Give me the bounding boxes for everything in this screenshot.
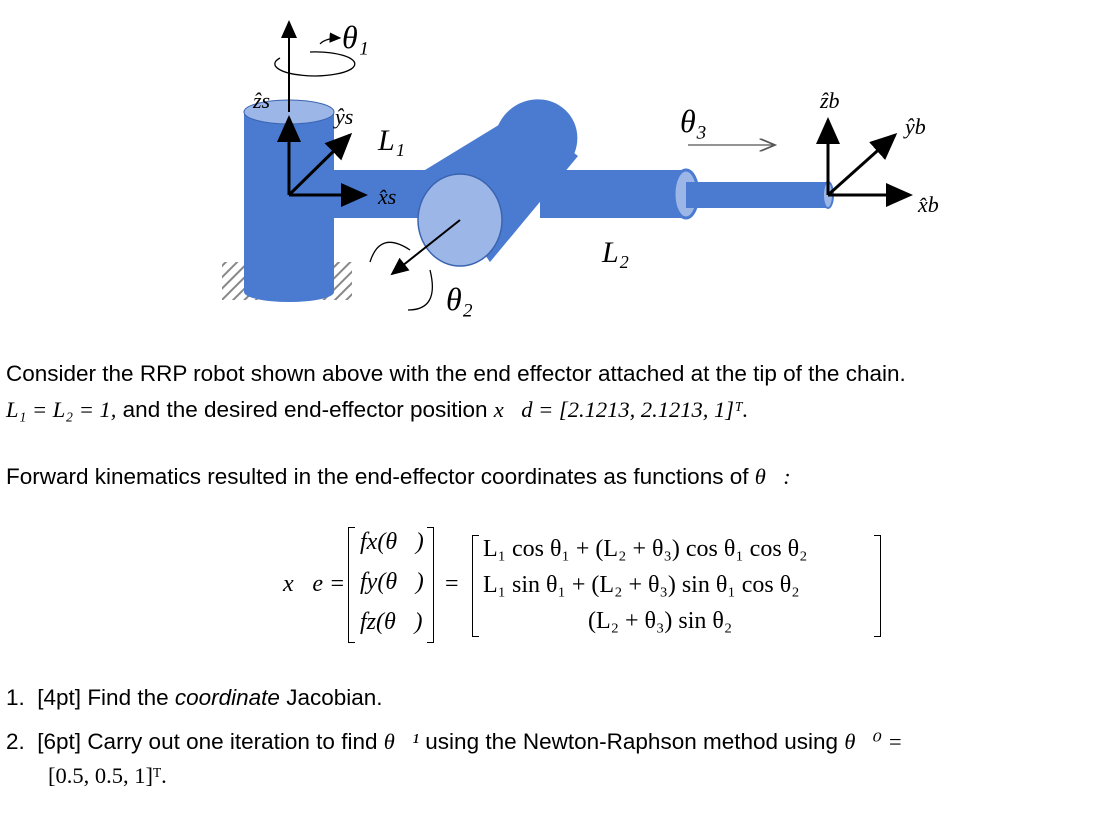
intro-line-1: Consider the RRP robot shown above with … <box>6 361 906 386</box>
q1-number: 1. <box>6 685 25 710</box>
theta2-label: θ₂ <box>446 281 473 317</box>
fk-intro-text: Forward kinematics resulted in the end-e… <box>6 464 755 489</box>
L1-label: L₁ <box>377 124 405 157</box>
q2-initial-guess: [0.5, 0.5, 1]ᵀ. <box>48 763 167 788</box>
f-bracket-left <box>348 527 355 643</box>
zs-label: ẑs <box>252 88 270 113</box>
link-L2 <box>540 168 834 220</box>
robot-figure: θ₁ ẑs ŷs L₁ x̂s θ₂ L₂ θ₃ ẑb ŷb x̂b <box>222 19 939 317</box>
xb-label: x̂b <box>917 192 939 217</box>
fy-entry: fy(θ⃗) <box>360 569 424 595</box>
intro-line-2: L₁ = L₂ = 1, and the desired end-effecto… <box>6 396 748 424</box>
rhs-row-2: L₁ sin θ₁ + (L₂ + θ₃) sin θ₁ cos θ₂ <box>483 572 800 598</box>
q1-emphasis: coordinate <box>174 685 280 710</box>
zb-label: ẑb <box>819 88 840 113</box>
q2-theta0: θ⃗⁰ = <box>844 729 903 754</box>
rhs-row-1: L₁ cos θ₁ + (L₂ + θ₃) cos θ₁ cos θ₂ <box>483 536 808 562</box>
L2-label: L₂ <box>601 236 629 269</box>
xe-lhs: x⃗e = <box>283 571 346 597</box>
ys-label: ŷs <box>333 104 353 129</box>
link-lengths: L₁ = L₂ = 1, <box>6 397 117 422</box>
q2-number: 2. <box>6 729 25 754</box>
desired-position-text: and the desired end-effector position <box>116 397 494 422</box>
rhs-bracket-right <box>874 535 881 637</box>
theta-vector: θ⃗: <box>754 464 791 489</box>
space-frame <box>277 20 368 207</box>
yb-label: ŷb <box>903 114 926 139</box>
q2-theta1: θ⃗¹ <box>383 729 420 754</box>
equals-sign: = <box>445 571 459 597</box>
fk-intro: Forward kinematics resulted in the end-e… <box>6 463 791 491</box>
q1-rest: Jacobian. <box>279 685 383 710</box>
q2-points: [6pt] Carry out one iteration to find <box>37 729 384 754</box>
rhs-bracket-left <box>472 535 479 637</box>
theta2-rotation-arrow <box>369 241 434 311</box>
rhs-row-3: (L₂ + θ₃) sin θ₂ <box>588 608 733 634</box>
question-1: 1. [4pt] Find the coordinate Jacobian. <box>6 684 383 712</box>
body-frame <box>816 117 913 207</box>
theta1-label: θ₁ <box>342 19 369 55</box>
desired-position-vector: x⃗d = [2.1213, 2.1213, 1]ᵀ. <box>493 397 749 422</box>
fz-entry: fz(θ⃗) <box>360 609 423 635</box>
q1-points: [4pt] Find the <box>37 685 175 710</box>
theta3-label: θ₃ <box>680 103 707 139</box>
q2-rest: using the Newton-Raphson method using <box>419 729 845 754</box>
fx-entry: fx(θ⃗) <box>360 529 424 555</box>
question-2: 2. [6pt] Carry out one iteration to find… <box>6 728 903 756</box>
xs-label: x̂s <box>377 184 396 209</box>
f-bracket-right <box>427 527 434 643</box>
theta1-rotation-arrow <box>274 51 356 77</box>
theta2-axis-arrow <box>390 219 461 276</box>
